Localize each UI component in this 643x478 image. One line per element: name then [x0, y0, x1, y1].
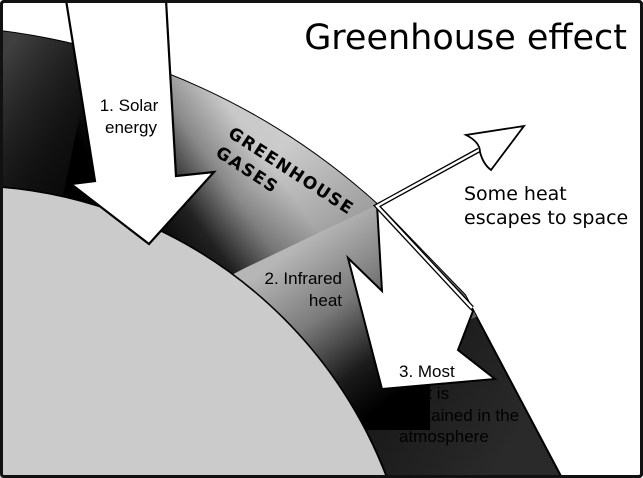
earth-circle: [0, 186, 388, 478]
page-title: Greenhouse effect: [304, 18, 627, 58]
label-infrared-line2: heat: [309, 291, 342, 310]
label-retained-line3: contained in the: [399, 406, 519, 425]
label-infrared-line1: 2. Infrared: [265, 269, 343, 288]
label-retained-line1: 3. Most: [399, 362, 455, 381]
label-retained-line4: atmosphere: [399, 427, 489, 446]
label-escape-line1: Some heat: [464, 183, 567, 205]
label-solar-line2: energy: [105, 118, 157, 137]
escape-arrow-head: [463, 124, 527, 172]
label-escape-line2: escapes to space: [464, 207, 628, 229]
infrared-return-arrow: [346, 202, 498, 391]
label-retained-line2: heat is: [399, 384, 449, 403]
escape-arrow-shaft: [375, 148, 480, 309]
solar-energy-arrow: [64, 0, 217, 246]
label-solar-line1: 1. Solar: [100, 96, 159, 115]
